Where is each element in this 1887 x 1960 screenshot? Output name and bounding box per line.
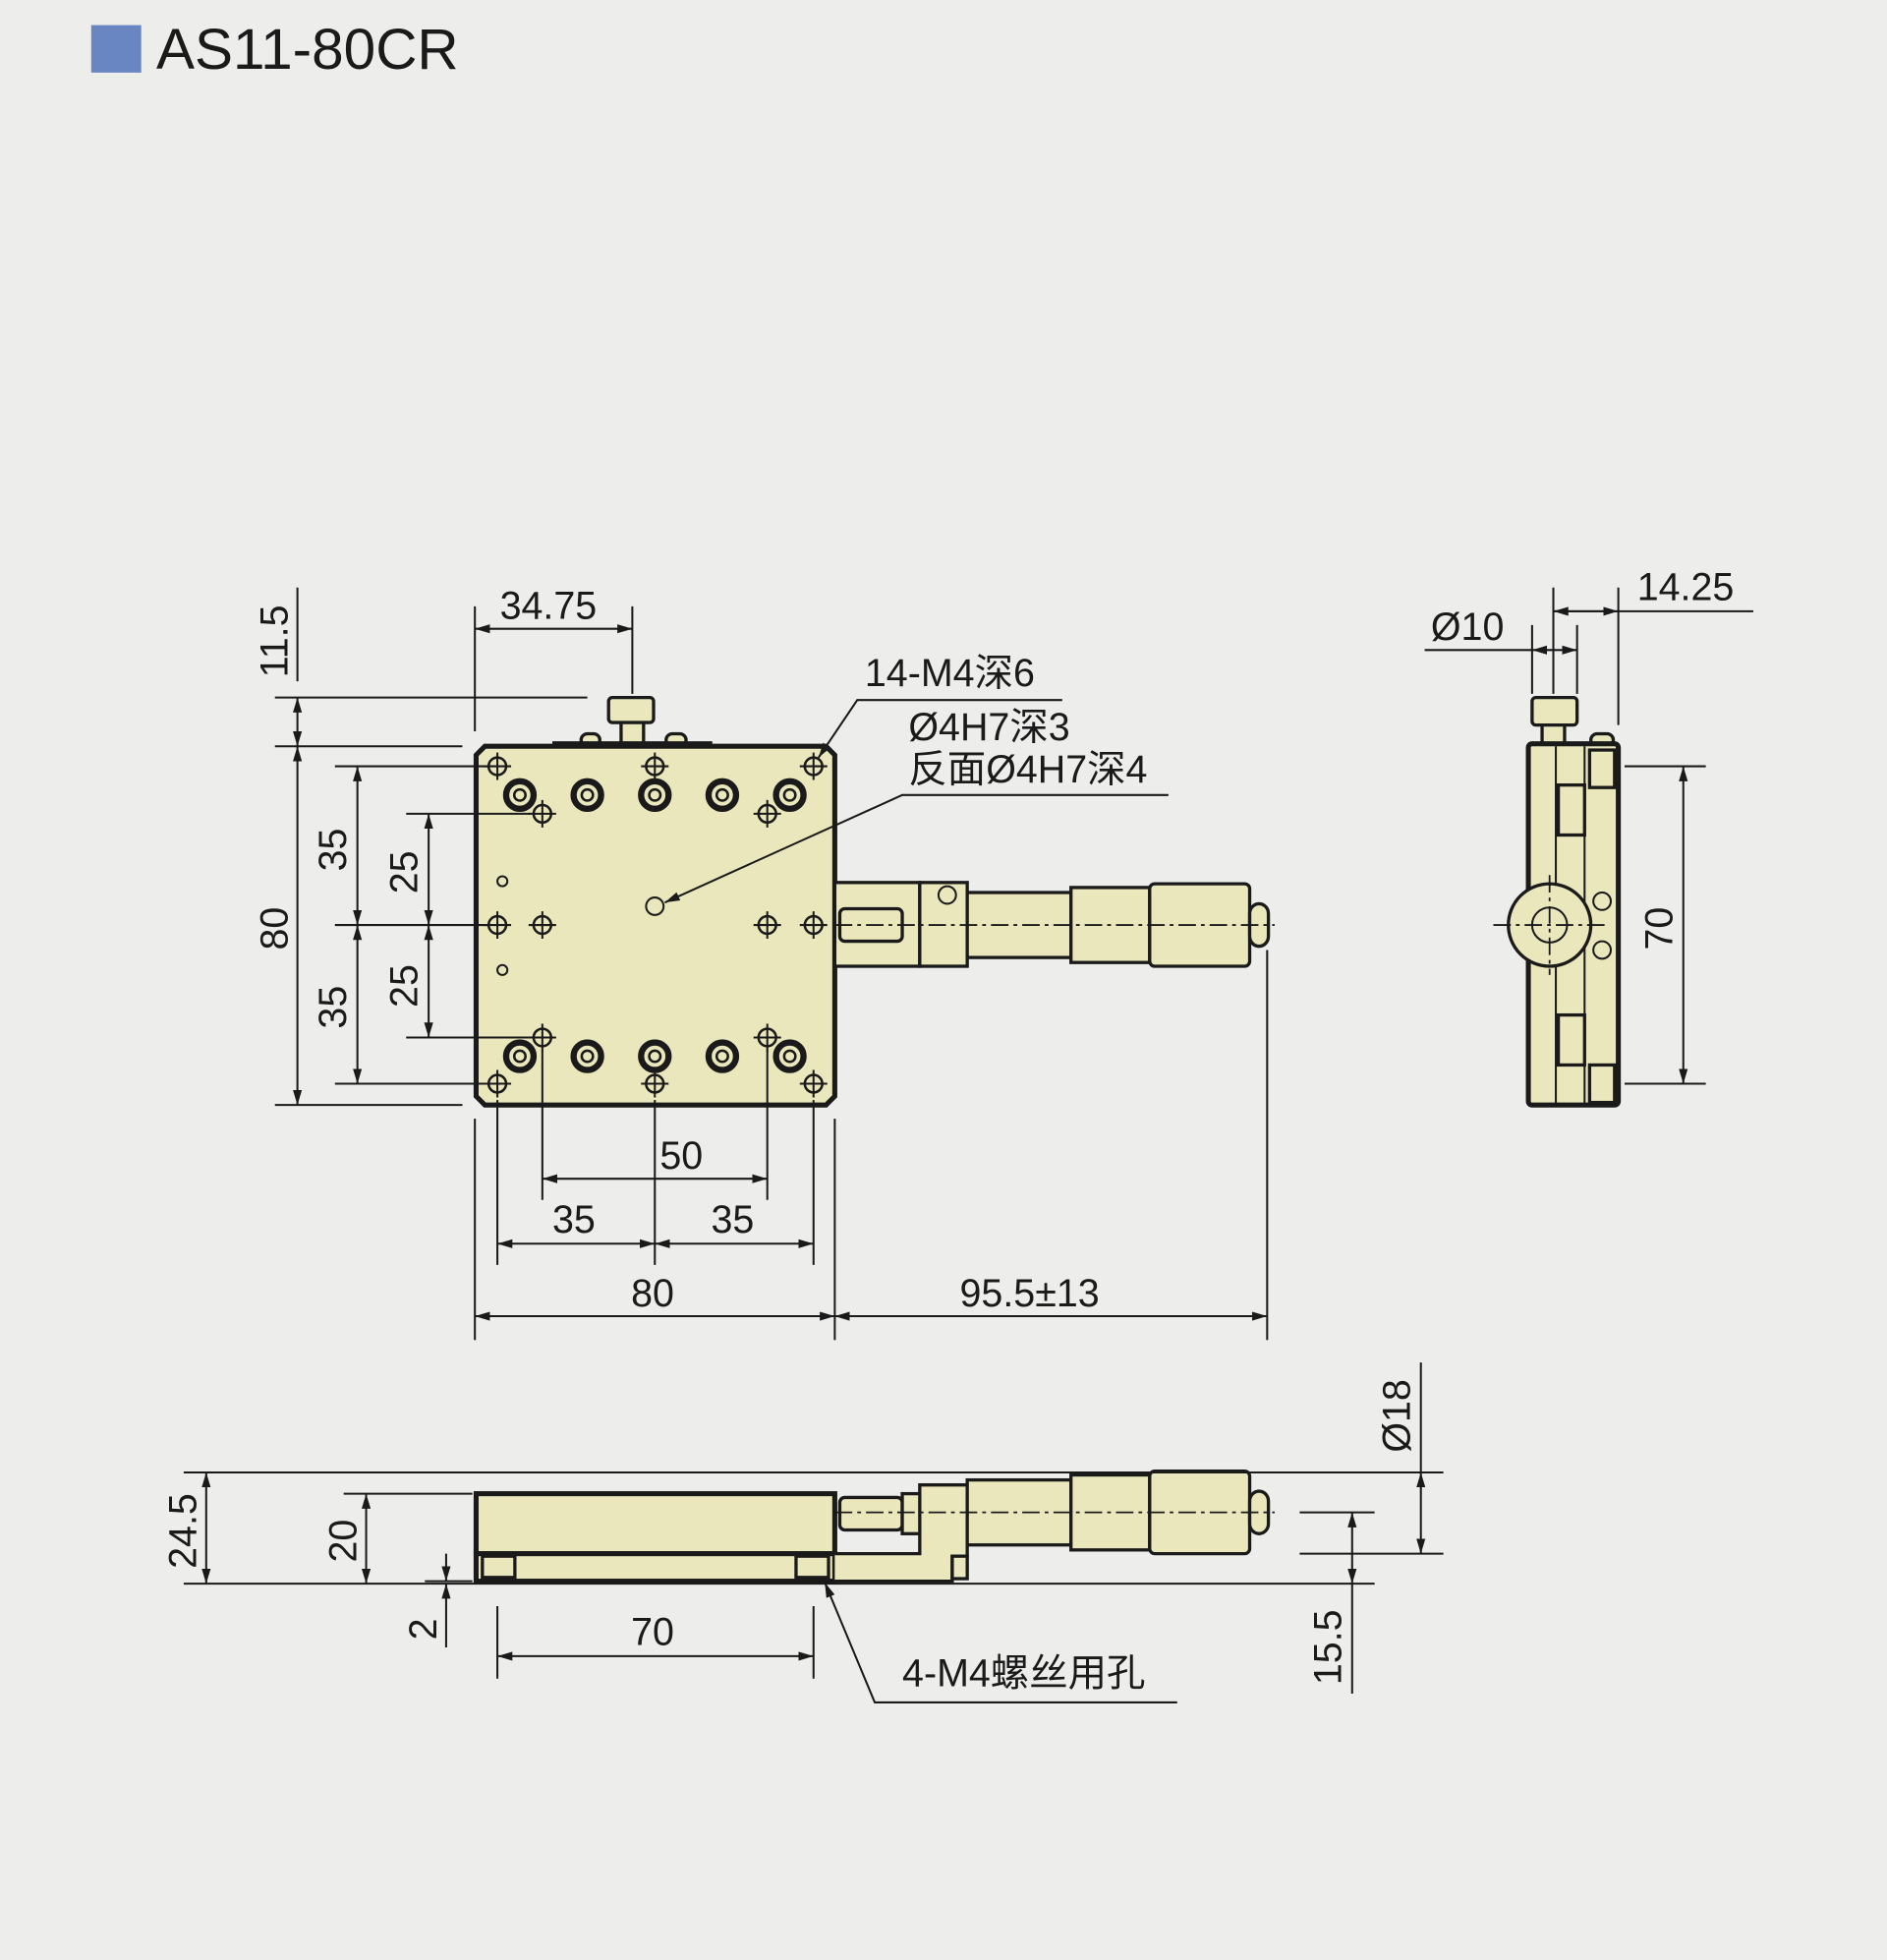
dim-95-5: 95.5±13 bbox=[960, 1272, 1100, 1315]
top-view: 11.5 34.75 80 35 35 25 25 50 35 35 80 95… bbox=[253, 585, 1275, 1341]
dim-15-5: 15.5 bbox=[1306, 1609, 1349, 1685]
side-view: 14.25 Ø10 70 bbox=[1424, 565, 1753, 1108]
note-pin-hole: Ø4H7深3 bbox=[908, 706, 1069, 749]
dim-25-upper: 25 bbox=[383, 850, 427, 894]
note-back-pin-hole: 反面Ø4H7深4 bbox=[908, 748, 1147, 791]
dim-20: 20 bbox=[321, 1520, 365, 1563]
dim-50: 50 bbox=[659, 1134, 703, 1178]
dim-80-vertical: 80 bbox=[253, 907, 296, 951]
note-mount-holes: 4-M4螺丝用孔 bbox=[902, 1651, 1145, 1695]
dim-2: 2 bbox=[402, 1618, 445, 1640]
dim-34-75: 34.75 bbox=[500, 585, 598, 628]
dim-25-lower: 25 bbox=[383, 964, 427, 1008]
dim-35-lower: 35 bbox=[312, 986, 355, 1029]
page-title: AS11-80CR bbox=[156, 18, 459, 82]
dim-dia-18: Ø18 bbox=[1375, 1379, 1418, 1452]
dim-24-5: 24.5 bbox=[162, 1493, 205, 1569]
dim-35-left: 35 bbox=[552, 1198, 596, 1241]
dim-35-right: 35 bbox=[711, 1198, 754, 1241]
note-m4-holes: 14-M4深6 bbox=[865, 652, 1035, 695]
dim-70-side: 70 bbox=[1637, 907, 1681, 951]
dim-80-horizontal: 80 bbox=[631, 1272, 674, 1315]
title-square-icon bbox=[90, 25, 142, 73]
dim-70-front: 70 bbox=[631, 1610, 674, 1653]
dim-dia-10: Ø10 bbox=[1431, 605, 1504, 649]
front-view: 24.5 20 2 70 Ø18 15.5 4-M4螺丝用孔 bbox=[162, 1362, 1444, 1703]
dim-35-upper: 35 bbox=[312, 829, 355, 872]
dim-14-25: 14.25 bbox=[1637, 565, 1735, 608]
dim-11-5: 11.5 bbox=[253, 605, 296, 678]
